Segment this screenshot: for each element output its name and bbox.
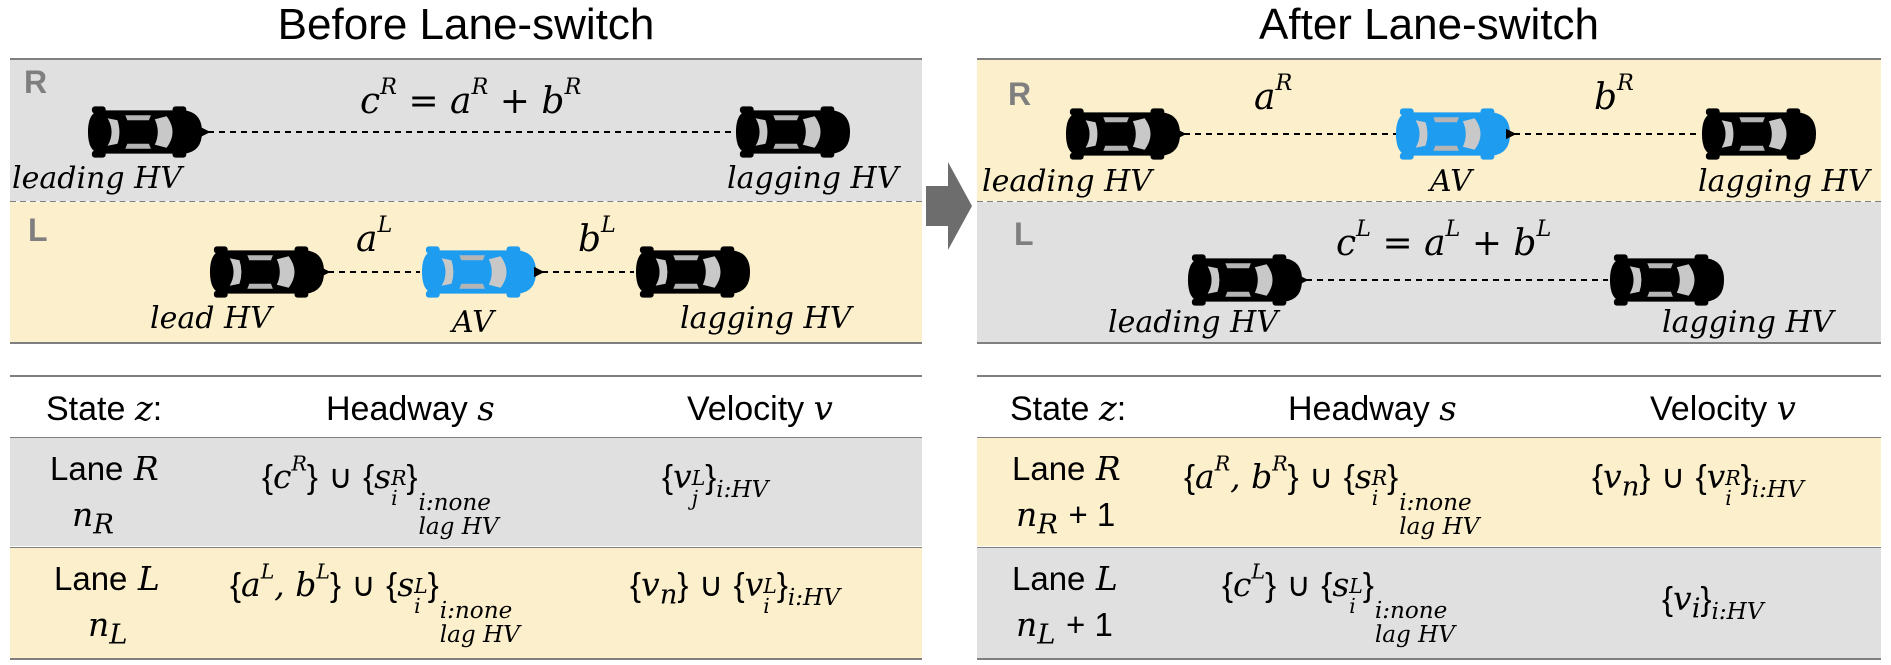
after-title: After Lane-switch	[1259, 0, 1599, 49]
before-row-divider	[10, 547, 922, 549]
after-r-leading-label: leading HV	[982, 164, 1152, 199]
after-header-headway: Headway s	[1288, 389, 1457, 429]
after-r-av-label: AV	[1430, 164, 1472, 199]
after-row2-count: nL + 1	[1016, 605, 1113, 651]
after-gap-label: cL = aL + bL	[1336, 216, 1552, 264]
before-lane-r-letter: R	[24, 64, 48, 100]
after-row2-velocity: {vi}i:HV	[1662, 579, 1764, 626]
before-row-lane-l	[10, 548, 922, 658]
gap-arrow	[320, 264, 422, 280]
hv-car-icon	[634, 244, 752, 300]
after-row1-lane: Lane R	[1012, 449, 1121, 488]
before-row-lane-r	[10, 438, 922, 546]
before-header-headway: Headway s	[326, 389, 495, 429]
before-row1-lane: Lane R	[50, 449, 159, 488]
after-row-divider	[977, 547, 1881, 549]
before-gap-b-label: bL	[578, 212, 616, 260]
before-header-state: State z:	[46, 389, 163, 429]
before-table-header-rule	[10, 437, 922, 439]
before-title: Before Lane-switch	[277, 0, 655, 49]
hv-car-icon	[1608, 252, 1726, 308]
after-header-state: State z:	[1010, 389, 1127, 429]
after-top-border	[977, 58, 1881, 60]
after-l-lagging-label: lagging HV	[1662, 305, 1834, 340]
before-r-leading-label: leading HV	[12, 161, 182, 196]
before-row1-count: nR	[72, 495, 114, 541]
after-row-lane-r	[977, 438, 1881, 546]
hv-car-icon	[208, 244, 326, 300]
before-l-lead-label: lead HV	[150, 301, 272, 336]
gap-arrow	[1298, 272, 1610, 288]
after-table-top	[977, 375, 1881, 377]
after-header-velocity: Velocity v	[1650, 389, 1796, 429]
after-table-header-rule	[977, 437, 1881, 439]
right-arrow-icon	[924, 160, 974, 257]
before-lane-l-letter: L	[28, 212, 48, 248]
after-lane-l	[977, 202, 1881, 342]
before-r-lagging-label: lagging HV	[727, 161, 899, 196]
after-row2-lane: Lane L	[1012, 559, 1118, 598]
after-l-leading-label: leading HV	[1108, 305, 1278, 340]
before-l-av-label: AV	[452, 305, 494, 340]
before-row2-count: nL	[88, 605, 128, 651]
after-lane-r-letter: R	[1008, 76, 1032, 112]
after-gap-a-label: aR	[1254, 70, 1293, 118]
hv-car-icon	[1700, 106, 1818, 162]
before-gap-a-label: aL	[356, 212, 393, 260]
hv-car-icon	[1186, 252, 1304, 308]
after-bottom-border	[977, 342, 1881, 344]
after-r-lagging-label: lagging HV	[1698, 164, 1870, 199]
before-top-border	[10, 58, 922, 60]
before-table-bottom	[10, 658, 922, 660]
before-gap-label: cR = aR + bR	[360, 74, 582, 122]
after-table-bottom	[977, 658, 1881, 660]
after-row-lane-l	[977, 548, 1881, 658]
gap-arrow	[534, 264, 636, 280]
hv-car-icon	[1064, 106, 1182, 162]
hv-car-icon	[734, 104, 852, 160]
before-header-velocity: Velocity v	[687, 389, 833, 429]
gap-arrow	[1506, 126, 1702, 142]
before-bottom-border	[10, 342, 922, 344]
before-table-top	[10, 375, 922, 377]
after-lane-l-letter: L	[1014, 216, 1034, 252]
av-car-icon	[1394, 106, 1512, 162]
before-row2-lane: Lane L	[54, 559, 160, 598]
gap-arrow	[200, 124, 734, 140]
hv-car-icon	[86, 104, 204, 160]
after-gap-b-label: bR	[1594, 70, 1634, 118]
av-car-icon	[420, 244, 538, 300]
gap-arrow	[1176, 126, 1398, 142]
before-l-lagging-label: lagging HV	[680, 301, 852, 336]
after-row1-count: nR + 1	[1016, 495, 1116, 541]
